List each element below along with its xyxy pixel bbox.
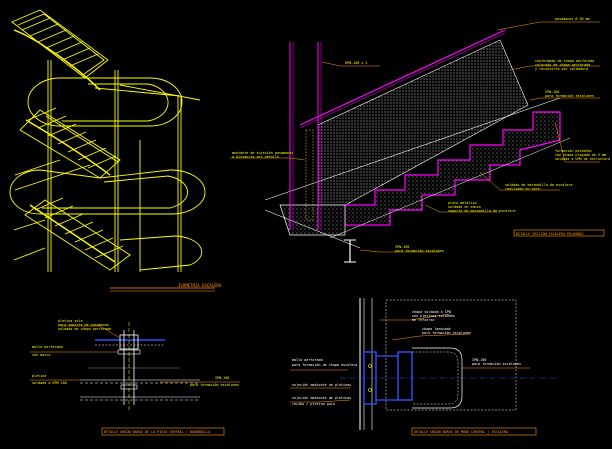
detail-right: chapa soldada a IPN con pletinas soldada…	[290, 298, 560, 436]
dr-label-5: para formación escalones	[422, 331, 471, 335]
stair-section: pasamanos Ø 50 mm UPN-160 x 2 conformado…	[230, 16, 610, 263]
label-placa: placa metálica	[448, 201, 477, 205]
handrail	[299, 29, 506, 126]
section-title: DETALLE SECCION ESCALERA PELDAÑOS	[516, 231, 583, 236]
isometric-stair	[9, 9, 206, 272]
label-formacion-sub2: soldada a UPN de estructura	[555, 157, 610, 161]
dr-label-2: con pletinas soldadas	[412, 314, 455, 318]
dl-label-6: pletina	[32, 374, 46, 378]
label-conformado-sub2: y recubierta por soldadura	[535, 67, 588, 71]
dr-label-7: para formación escalones	[472, 362, 521, 366]
dl-label-4: malla perforada	[32, 345, 63, 349]
label-conformado: conformado de chapa perforada	[535, 59, 594, 63]
label-ipn-bottom-sub: para formación escalones	[395, 249, 444, 253]
dl-label-1: pletina sola	[58, 319, 83, 323]
label-soldado: soldado de barandilla de escalera	[505, 183, 572, 187]
stair-treads	[344, 111, 561, 226]
dl-label-2: para soporte de pasamanos	[58, 323, 109, 327]
detail-right-title: DETALLE UNION BARAS DE MUDO CENTRAL / ES…	[414, 430, 508, 434]
label-montante: montante de sujeción pasamanos	[232, 151, 293, 155]
label-ipn-bottom: IPN-160	[395, 245, 409, 249]
dl-label-7: soldada a UPN 160	[32, 381, 67, 385]
dl-label-8: IPN-160	[215, 376, 229, 380]
label-formacion-sub: con chapa plegada de 5 mm	[555, 153, 606, 157]
label-soldado-sub: realizado en obra	[505, 187, 540, 191]
label-formacion: formación peldaños	[555, 149, 592, 153]
label-upn: UPN-160 x 2	[345, 61, 367, 65]
label-placa-sub: soldada en zanca	[448, 205, 481, 209]
dr-label-4: chapa laminada	[422, 327, 451, 331]
detail-left-title: DETALLE UNION BARAS DE LA PIEZA CENTRAL …	[104, 430, 210, 434]
dl-label-9: para formación escalones	[190, 383, 239, 387]
dr-label-9: para formación de chapa escalera	[292, 363, 357, 367]
iso-title-block: ISOMETRIA ESCALERA	[110, 283, 222, 292]
detail-left: pletina sola para soporte de pasamanos s…	[30, 319, 240, 436]
dl-label-3: soldada de chapa perforada	[58, 327, 111, 331]
dr-label-3: de refuerzo	[412, 318, 434, 322]
label-conformado-sub: colocado de chapa perforada	[535, 63, 590, 67]
dr-label-12: recibo / pletina guía	[292, 402, 335, 406]
dr-label-6: IPN-160	[472, 358, 486, 362]
dr-label-1: chapa soldada a IPN	[412, 310, 451, 314]
label-montante-sub: a distancia ver detalle	[232, 155, 279, 159]
dr-label-10: sujeción mediante de pletinas	[292, 383, 351, 387]
dr-label-11: sujeción mediante de pletinas	[292, 396, 351, 400]
dl-label-5: con marco	[32, 353, 50, 357]
label-ipn-top-sub: para formación escalones	[545, 94, 594, 98]
label-pasamanos: pasamanos Ø 50 mm	[555, 16, 590, 21]
label-ipn-top: IPN-160	[545, 90, 559, 94]
dr-label-8: malla perforada	[292, 358, 323, 362]
label-placa-sub2: soporte de barandilla de escalera	[448, 209, 515, 213]
iso-title: ISOMETRIA ESCALERA	[178, 283, 222, 288]
